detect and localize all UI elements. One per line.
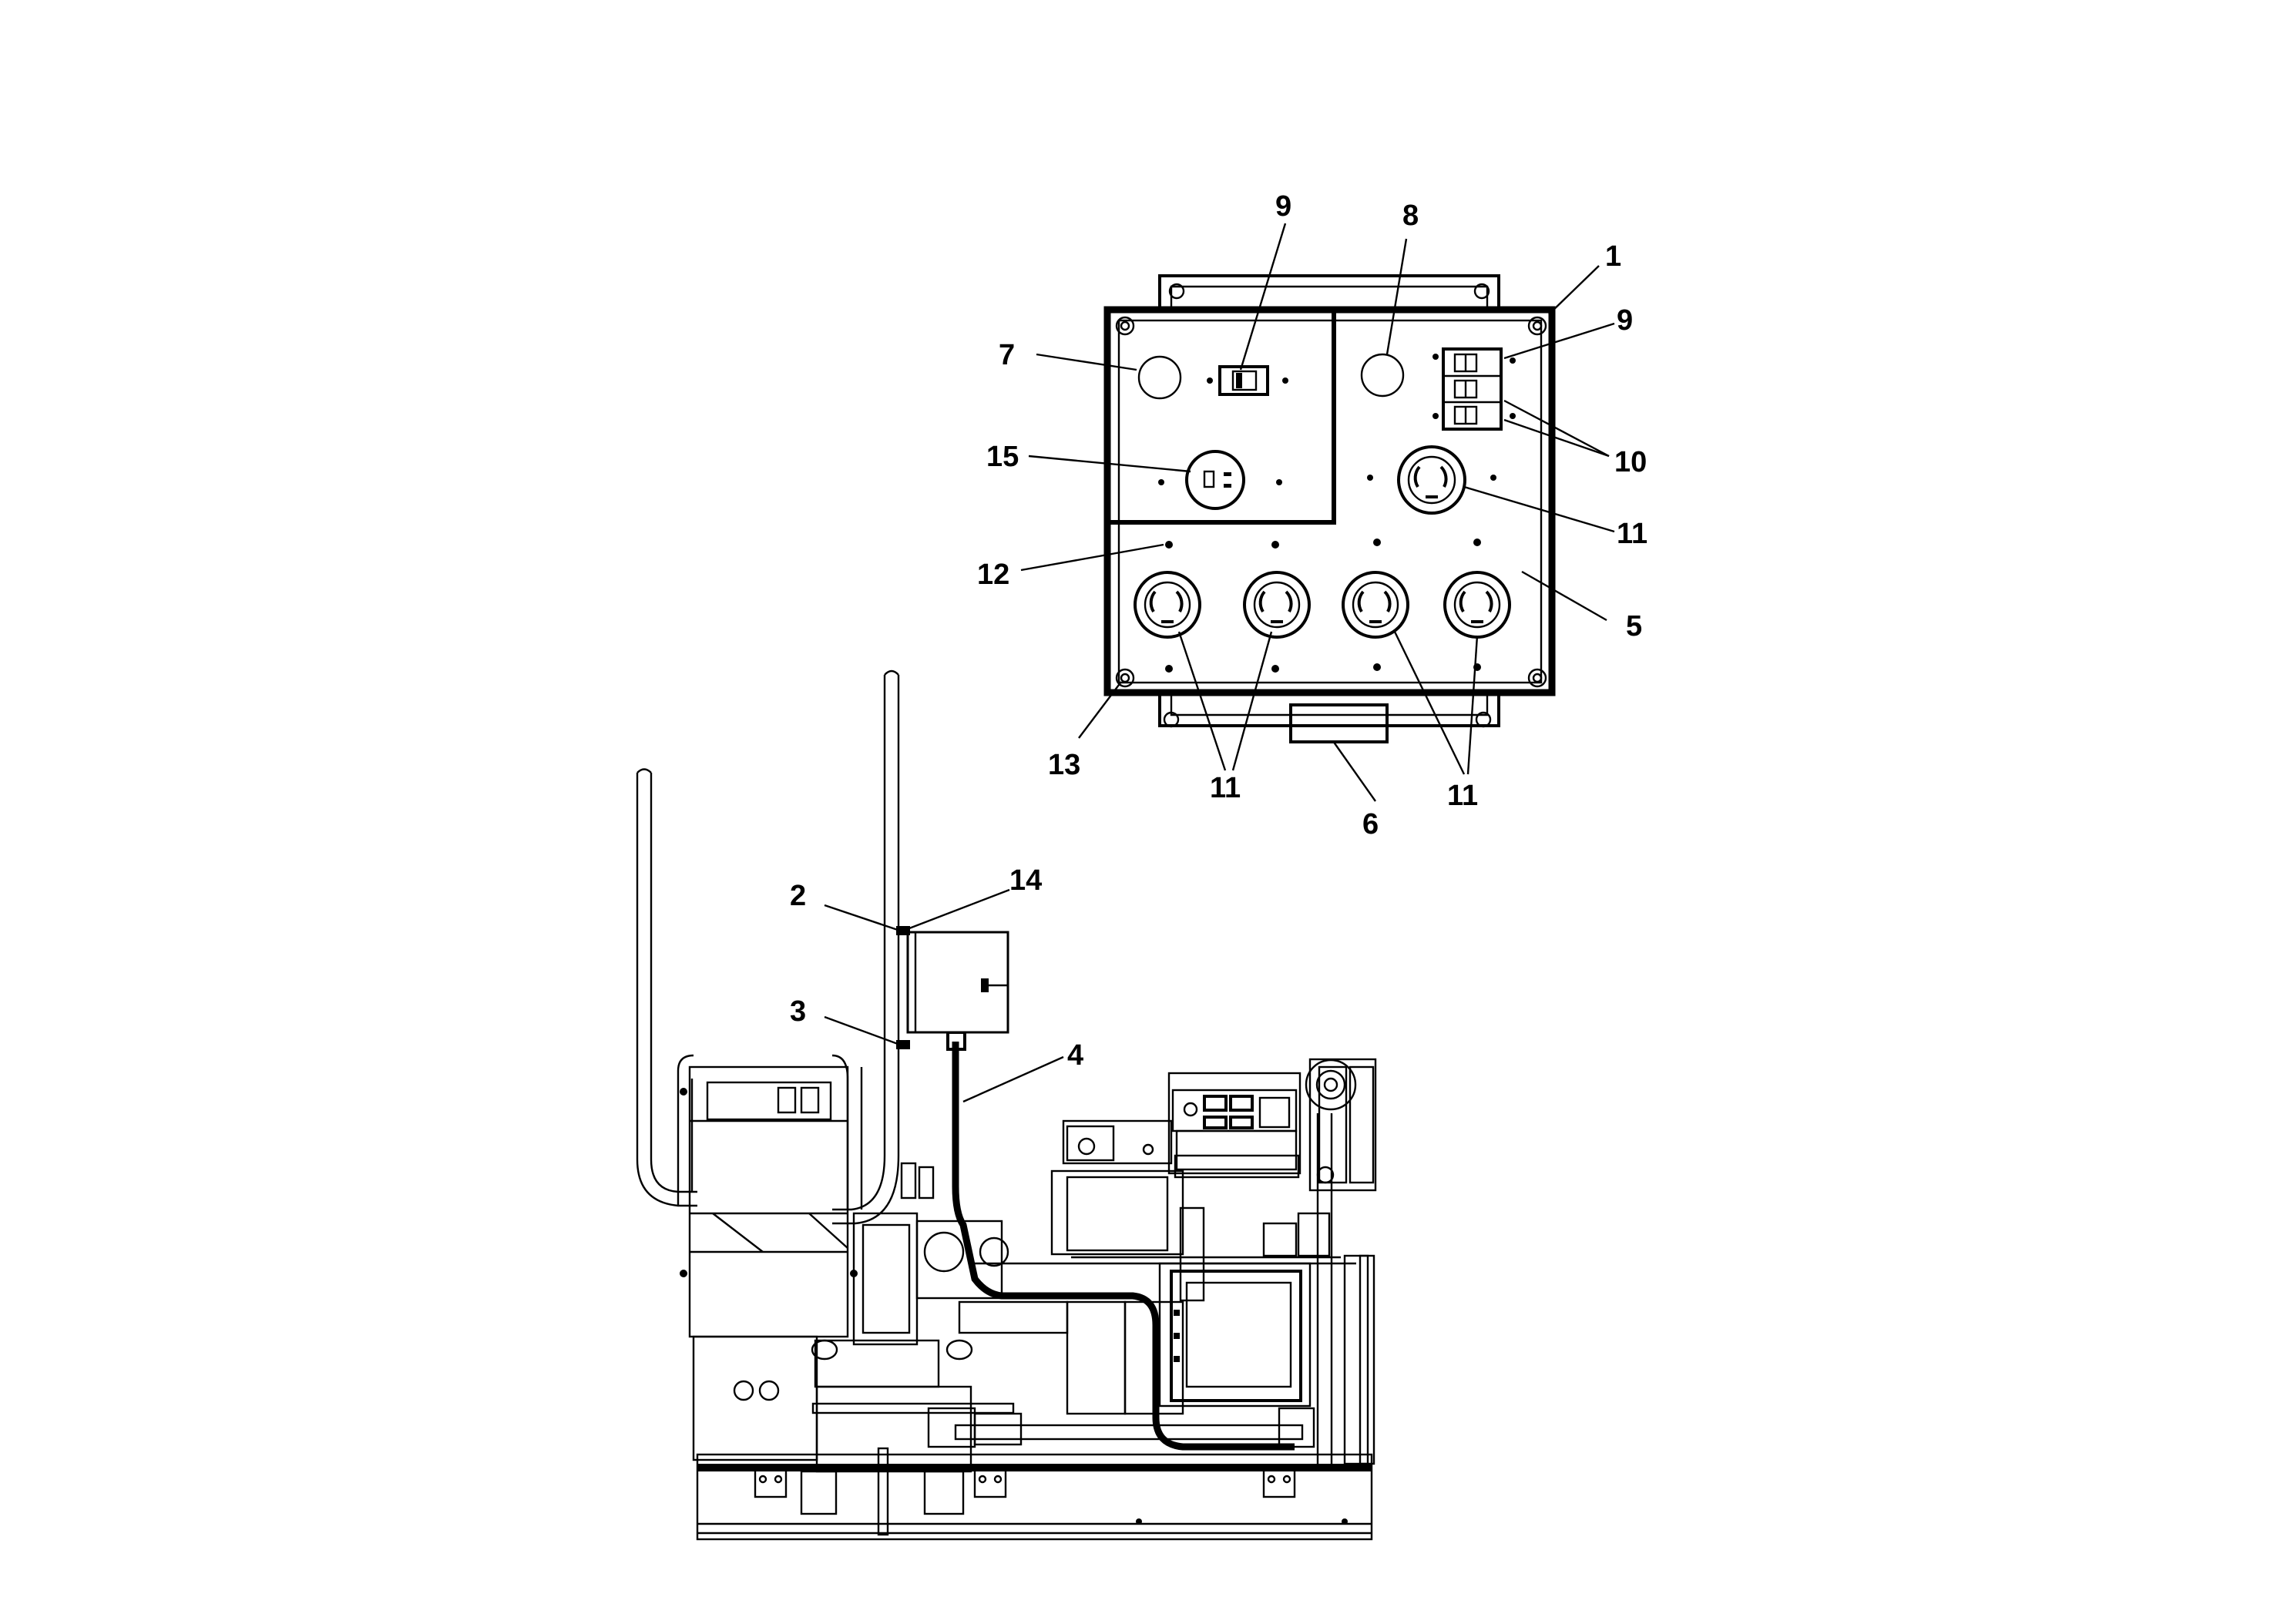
alternator xyxy=(852,1162,1009,1346)
callout-9-breaker: 9 xyxy=(1617,304,1633,337)
callout-11-lower-left: 11 xyxy=(1210,772,1241,804)
callout-11-upper: 11 xyxy=(1617,518,1647,550)
knockout-hole-7 xyxy=(1137,355,1182,400)
callout-6: 6 xyxy=(1362,808,1379,841)
callout-5: 5 xyxy=(1626,610,1642,643)
generator-set xyxy=(636,669,1377,1541)
skid-base xyxy=(696,1447,1373,1541)
cable-entry-box xyxy=(1289,703,1389,743)
callout-14: 14 xyxy=(1009,864,1042,897)
sub-panel xyxy=(1110,313,1336,525)
leader-lines xyxy=(824,223,1615,1103)
fan-pulley xyxy=(1305,1058,1377,1465)
lifting-handle-left xyxy=(636,768,697,1207)
callout-3: 3 xyxy=(790,995,806,1028)
callout-11-lower-right: 11 xyxy=(1447,780,1478,812)
twist-lock-receptacle-2 xyxy=(1243,571,1311,639)
twist-lock-receptacle-3 xyxy=(1342,571,1409,639)
twist-lock-receptacle-1 xyxy=(1134,571,1201,639)
callout-9-switch: 9 xyxy=(1275,190,1291,223)
wiring-harness xyxy=(952,1042,1295,1451)
junction-box xyxy=(906,931,1009,1034)
callout-12: 12 xyxy=(977,559,1009,591)
callout-1: 1 xyxy=(1605,240,1621,273)
callout-10: 10 xyxy=(1614,446,1647,478)
callout-labels: 9 8 1 9 7 15 10 11 12 5 13 11 11 6 2 14 … xyxy=(790,190,1647,1072)
callout-4: 4 xyxy=(1067,1039,1083,1072)
mounting-clamps xyxy=(896,926,910,1049)
bottom-mounting-flange xyxy=(1158,690,1500,728)
drive-shaft xyxy=(927,1407,1315,1448)
callout-7: 7 xyxy=(999,339,1015,371)
callout-8: 8 xyxy=(1402,200,1419,232)
gfci-receptacle xyxy=(1158,450,1282,510)
control-panel xyxy=(1103,274,1556,743)
lifting-handle-right xyxy=(831,669,900,1225)
panel-frame xyxy=(1103,306,1556,696)
battery-box xyxy=(1158,1262,1312,1408)
toggle-switch xyxy=(1207,365,1288,396)
corner-screws xyxy=(1115,316,1547,688)
twist-lock-receptacle-upper xyxy=(1367,445,1496,515)
mounting-screws xyxy=(1165,539,1481,673)
knockout-hole-8 xyxy=(1360,353,1405,398)
top-mounting-flange xyxy=(1158,274,1500,307)
callout-15: 15 xyxy=(986,441,1019,473)
circuit-breakers xyxy=(1432,347,1516,431)
callout-2: 2 xyxy=(790,880,806,912)
radiator-housing xyxy=(680,1065,858,1338)
engine-block xyxy=(692,1335,1015,1473)
callout-13: 13 xyxy=(1048,749,1080,781)
engine-controller xyxy=(1062,1072,1302,1179)
